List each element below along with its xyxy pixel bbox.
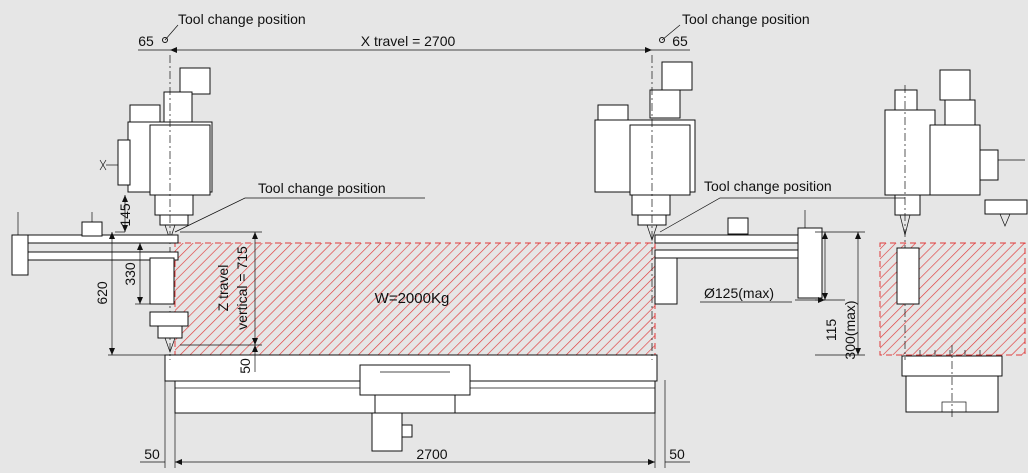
leader-tool-change-top-right [661, 24, 681, 41]
weight-label: W=2000Kg [375, 290, 450, 307]
dia-label: Ø125(max) [704, 285, 774, 301]
dim-620: 620 [94, 281, 110, 305]
spindle-head-right [594, 55, 696, 360]
tool-magazine-left [11, 212, 179, 305]
tool-magazine-right [654, 210, 823, 305]
spindle-head-left-lower [149, 311, 189, 354]
bottom-dimension [140, 380, 690, 468]
dim-115: 115 [823, 319, 839, 342]
dim-330: 330 [122, 262, 138, 286]
tool-change-top-right: Tool change position [682, 11, 810, 27]
leader-tool-change-top-left [164, 24, 179, 41]
z-travel-label-2: vertical = 715 [234, 246, 250, 330]
vertical-dims-left [108, 195, 175, 356]
tool-size-dimensions [700, 231, 865, 356]
dim-2700-bottom: 2700 [416, 446, 447, 462]
spindle-head-left [99, 55, 213, 360]
z-travel-label-1: Z travel [215, 265, 231, 312]
z-travel-dimension [180, 231, 262, 372]
leader-tool-change-mid-right [659, 197, 905, 233]
dim-50-bottom-left: 50 [144, 446, 160, 462]
tool-change-mid-left: Tool change position [258, 180, 386, 196]
dim-50-bottom-right: 50 [669, 446, 685, 462]
tool-change-mid-right: Tool change position [704, 178, 832, 194]
dim-65-right: 65 [672, 33, 688, 49]
marker-tool-change-top-right [659, 37, 665, 43]
dim-50-z: 50 [237, 358, 253, 374]
machine-table [164, 354, 658, 452]
marker-tool-change-top-left [162, 37, 168, 43]
spindle-head-side [884, 69, 1028, 360]
dim-145: 145 [117, 203, 133, 227]
tool-change-top-left: Tool change position [178, 11, 306, 27]
leader-tool-change-mid-left [174, 197, 425, 233]
dim-300max: 300(max) [842, 300, 858, 359]
dim-65-left: 65 [138, 33, 154, 49]
side-view-base [901, 345, 1003, 420]
x-travel-label: X travel = 2700 [361, 33, 456, 49]
